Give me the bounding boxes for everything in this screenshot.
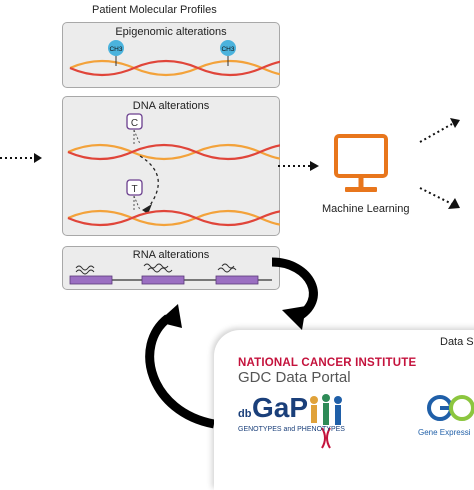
dbgap-name: GaP (252, 392, 309, 423)
out-down-dotted-arrow (419, 187, 453, 205)
rna-wave-1 (75, 265, 95, 271)
methyl-marker-left-label: CH3 (109, 46, 122, 53)
ml-label: Machine Learning (322, 203, 410, 215)
dna-panel-title: DNA alterations (132, 100, 210, 112)
dbgap-people-icon (310, 394, 342, 449)
gdc-portal-name: GDC Data Portal (238, 369, 351, 386)
nci-gdc-logo: NATIONAL CANCER INSTITUTE GDC Data Porta… (238, 357, 416, 386)
curved-arrow-down-head (282, 306, 306, 330)
methyl-marker-right-icon (220, 40, 236, 56)
rna-panel: RNA alterations (62, 246, 280, 290)
rna-wave-3 (221, 263, 235, 269)
mutation-arrowhead (142, 204, 152, 214)
curved-arrow-up-head (158, 304, 182, 328)
dna-top-strand-red (67, 143, 280, 161)
methyl-marker-right-label: CH3 (221, 46, 234, 53)
curved-arrow-up (145, 314, 215, 429)
dna-strands: C T (67, 113, 280, 227)
base-t-label: T (131, 184, 137, 195)
out-up-dotted-arrow (419, 123, 453, 143)
base-c-box (126, 113, 143, 130)
dna-panel: DNA alterations C T (62, 96, 280, 236)
rna-wave-2 (143, 263, 169, 269)
dna-bottom-strand-red (67, 209, 280, 227)
rna-panel-title: RNA alterations (132, 249, 210, 261)
exon-2 (141, 275, 185, 285)
exon-3 (215, 275, 259, 285)
base-t-box (126, 179, 143, 196)
nci-line: NATIONAL CANCER INSTITUTE (238, 357, 417, 369)
geo-logo-icon (427, 395, 474, 421)
epigenomic-strand-red (69, 59, 280, 77)
methyl-marker-left-icon (108, 40, 124, 56)
base-c-label: C (131, 118, 138, 129)
epigenomic-panel: Epigenomic alterations CH3 CH3 (62, 22, 280, 88)
rna-transcript (69, 263, 272, 285)
computer-monitor-icon (334, 134, 388, 192)
dbgap-prefix: db (238, 408, 252, 420)
data-sources-title: Data S (440, 336, 474, 348)
epigenomic-strands: CH3 CH3 (69, 40, 280, 77)
epigenomic-panel-title: Epigenomic alterations (115, 26, 227, 38)
diagram-title: Patient Molecular Profiles (92, 4, 217, 16)
dbgap-tagline: GENOTYPES and PHENOTYPES (238, 426, 345, 433)
mutation-arrow (139, 155, 159, 209)
geo-label: Gene Expressi (418, 428, 471, 437)
dbgap-logo: db GaP GENOTYPES and PHENOTYPES (238, 392, 374, 462)
exon-1 (69, 275, 113, 285)
